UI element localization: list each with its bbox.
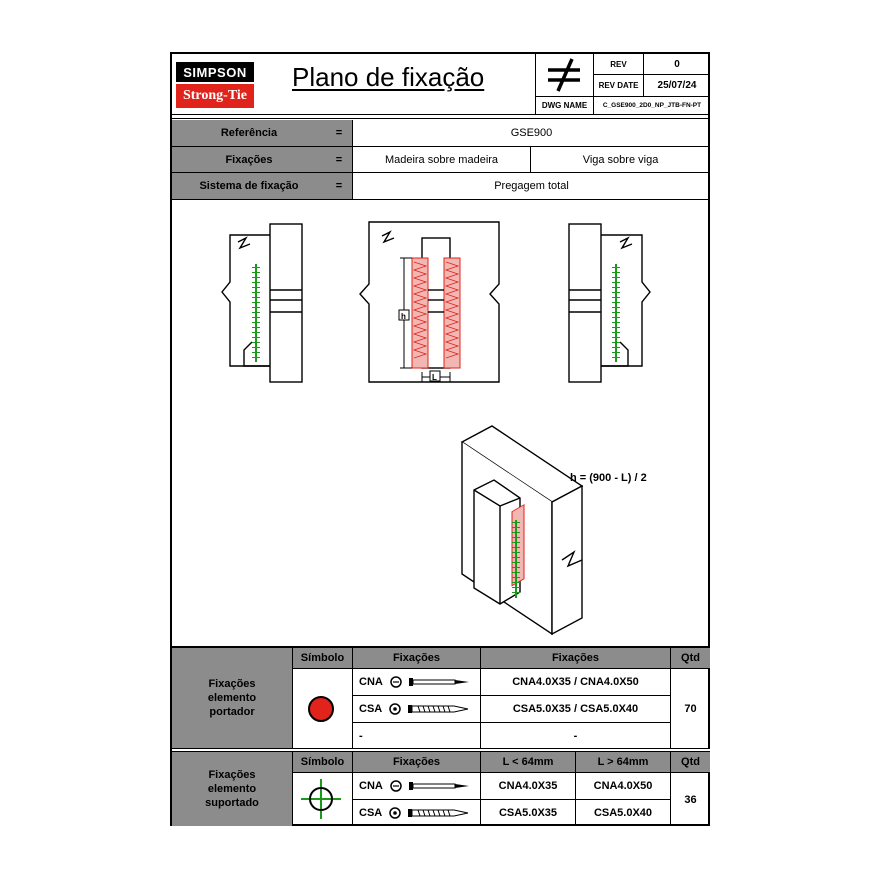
referencia-value: GSE900: [352, 120, 710, 146]
dwg-name-value: C_GSE900_2D0_NP_JTB-FN-PT: [593, 96, 710, 114]
fixacoes-value-1: Madeira sobre madeira: [352, 146, 530, 172]
table1-qtd: 70: [670, 668, 710, 748]
technical-drawing: h L h = (900 - L) / 2: [221, 221, 651, 636]
rev-label: REV: [593, 54, 643, 75]
fixacoes-value-2: Viga sobre viga: [530, 146, 710, 172]
table1-col-simbolo: Símbolo: [292, 648, 352, 668]
sistema-value: Pregagem total: [352, 172, 710, 199]
table2-qtd: 36: [670, 772, 710, 826]
table2-row1-screw: CNA: [352, 772, 480, 799]
table2-col-l-small: L < 64mm: [480, 752, 575, 772]
table1-row2-value: CSA5.0X35 / CSA5.0X40: [480, 695, 670, 722]
table2-row1-small: CNA4.0X35: [480, 772, 575, 799]
table2-col-l-big: L > 64mm: [575, 752, 670, 772]
table2-row2-small: CSA5.0X35: [480, 799, 575, 826]
sistema-label: Sistema de fixação: [172, 172, 326, 199]
red-circle-icon: [308, 696, 334, 722]
table1-col-fixacoes: Fixações: [352, 648, 480, 668]
formula-text: h = (900 - L) / 2: [570, 472, 647, 484]
table2-row2-code: CSA: [359, 807, 383, 819]
table1-row3-code: -: [352, 722, 480, 748]
rev-value: 0: [643, 54, 710, 75]
table1-col-fixacoes2: Fixações: [480, 648, 670, 668]
logo-strong-tie: Strong-Tie: [176, 84, 254, 108]
table1-row1-code: CNA: [359, 676, 383, 688]
table-divider: [172, 748, 710, 752]
screw-icon: [389, 807, 469, 819]
green-crosshair-icon: [301, 779, 341, 819]
table1-symbol-cell: [292, 668, 352, 748]
dim-h-label: h: [401, 312, 406, 321]
referencia-label: Referência: [172, 120, 326, 146]
nail-icon: [390, 676, 469, 688]
table1-row-label: Fixações elemento portador: [172, 648, 292, 748]
table2-row2-screw: CSA: [352, 799, 480, 826]
rev-date-value: 25/07/24: [643, 75, 710, 96]
not-equal-symbol-box: [535, 54, 593, 96]
page-title: Plano de fixação: [292, 62, 485, 92]
side-view-left: [221, 223, 303, 383]
isometric-view: [460, 425, 584, 636]
table1-row2-screw: CSA: [352, 695, 480, 722]
table2-row1-big: CNA4.0X50: [575, 772, 670, 799]
fixacoes-label: Fixações: [172, 146, 326, 172]
table2-row1-code: CNA: [359, 780, 383, 792]
front-view-center: [359, 221, 500, 383]
dwg-name-label: DWG NAME: [535, 96, 593, 114]
table2-col-fixacoes: Fixações: [352, 752, 480, 772]
side-view-right: [568, 223, 651, 383]
table1-row3-value: -: [480, 722, 670, 748]
table2-row-label: Fixações elemento suportado: [172, 752, 292, 826]
table1-top-border: [172, 646, 710, 648]
dim-l-label: L: [432, 373, 437, 382]
table1-row2-code: CSA: [359, 703, 383, 715]
table1-row1-screw: CNA: [352, 668, 480, 695]
screw-icon: [389, 703, 469, 715]
table1-row1-value: CNA4.0X35 / CNA4.0X50: [480, 668, 670, 695]
table2-col-simbolo: Símbolo: [292, 752, 352, 772]
sistema-equals: =: [326, 172, 352, 199]
header-divider: [172, 114, 710, 118]
rev-date-label: REV DATE: [593, 75, 643, 96]
fixacoes-equals: =: [326, 146, 352, 172]
table2-col-qtd: Qtd: [670, 752, 710, 772]
drawing-sheet: SIMPSON Strong-Tie Plano de fixação DWG …: [170, 52, 710, 826]
logo-simpson: SIMPSON: [176, 62, 254, 82]
referencia-equals: =: [326, 120, 352, 146]
info-block: [172, 118, 710, 200]
not-equal-icon: [548, 58, 580, 92]
table1-col-qtd: Qtd: [670, 648, 710, 668]
table2-symbol-cell: [292, 772, 352, 826]
table2-row2-big: CSA5.0X40: [575, 799, 670, 826]
nail-icon: [390, 780, 469, 792]
